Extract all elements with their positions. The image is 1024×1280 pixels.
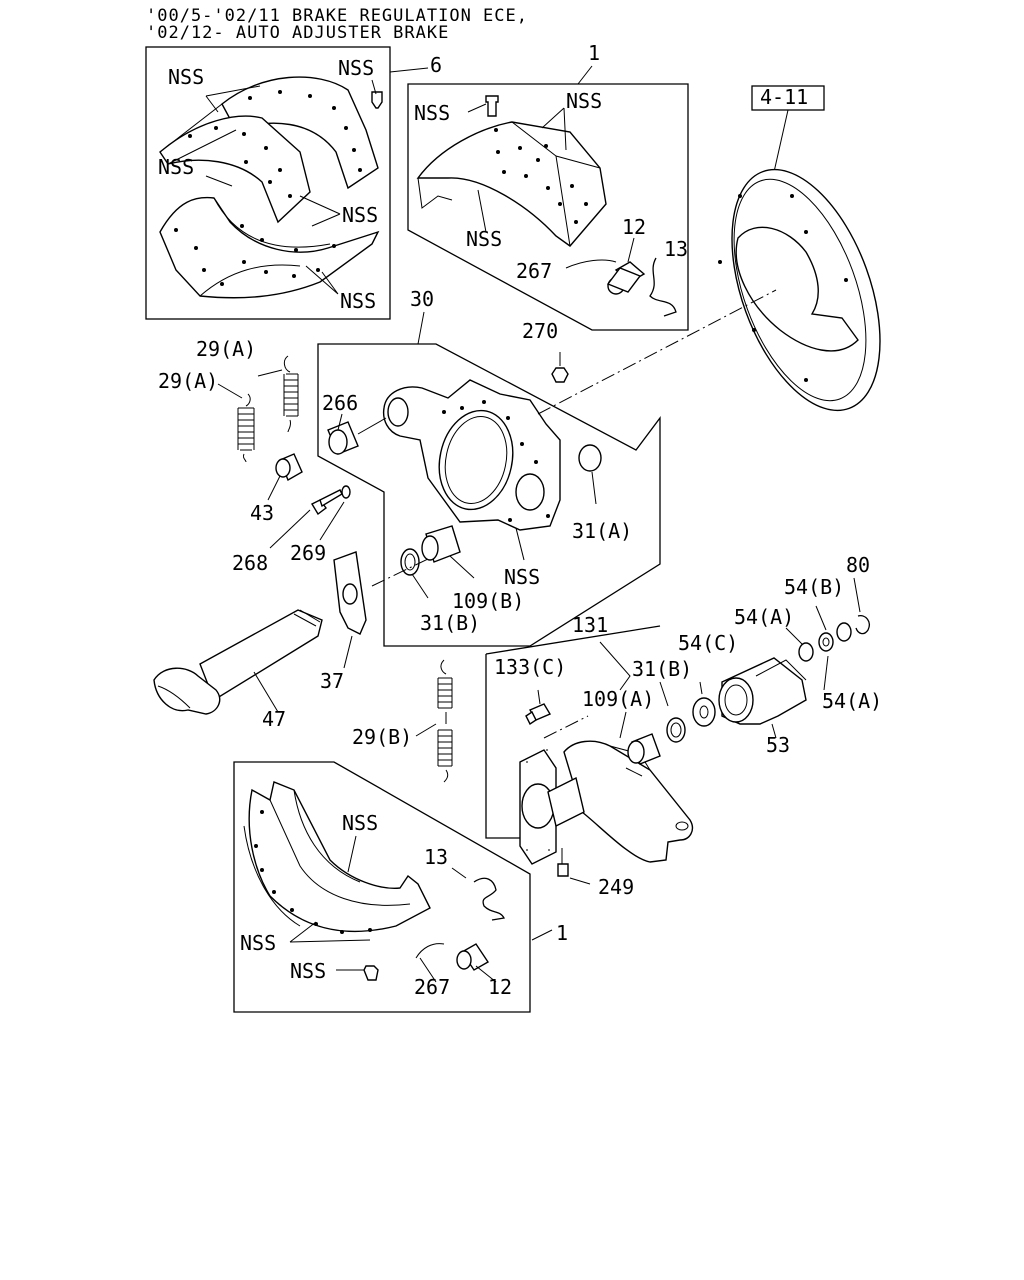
header-line-2: '02/12- AUTO ADJUSTER BRAKE — [146, 23, 449, 43]
label-part-133c: 133(C) — [494, 655, 566, 679]
label-part-53: 53 — [766, 733, 790, 757]
label-part-270: 270 — [522, 319, 558, 343]
label-part-54a-upper: 54(A) — [734, 605, 794, 629]
label-part-1-bottom: 1 — [556, 921, 568, 945]
label-part-37: 37 — [320, 669, 344, 693]
label-part-269: 269 — [290, 541, 326, 565]
label-nss-9: NSS — [504, 565, 540, 589]
label-nss-1: NSS — [168, 65, 204, 89]
label-part-131: 131 — [572, 613, 608, 637]
ref-box-4-11: 4-11 — [760, 85, 808, 109]
label-part-54c: 54(C) — [678, 631, 738, 655]
roller-12 — [606, 261, 646, 295]
label-part-30: 30 — [410, 287, 434, 311]
cam-shaft — [153, 609, 323, 715]
label-part-31b-lower: 31(B) — [632, 657, 692, 681]
label-part-249: 249 — [598, 875, 634, 899]
adjuster-bracket-group — [485, 577, 870, 885]
label-nss-3: NSS — [158, 155, 194, 179]
label-part-54b: 54(B) — [784, 575, 844, 599]
label-part-109a: 109(A) — [582, 687, 654, 711]
label-nss-8: NSS — [466, 227, 502, 251]
label-part-12-top: 12 — [622, 215, 646, 239]
label-part-54a-lower: 54(A) — [822, 689, 882, 713]
label-part-6: 6 — [430, 53, 442, 77]
label-part-80: 80 — [846, 553, 870, 577]
label-nss-12: NSS — [290, 959, 326, 983]
spring-29b — [415, 659, 453, 783]
label-part-43: 43 — [250, 501, 274, 525]
label-part-29b: 29(B) — [352, 725, 412, 749]
label-part-29a-2: 29(A) — [158, 369, 218, 393]
label-nss-5: NSS — [340, 289, 376, 313]
brake-shoe-kit-top — [407, 65, 689, 331]
label-part-13-bottom: 13 — [424, 845, 448, 869]
label-part-267-bottom: 267 — [414, 975, 450, 999]
label-part-47: 47 — [262, 707, 286, 731]
label-nss-2: NSS — [338, 56, 374, 80]
label-part-31b-upper: 31(B) — [420, 611, 480, 635]
label-part-109b: 109(B) — [452, 589, 524, 613]
brake-shoe-kit-bottom — [233, 761, 553, 1013]
dust-shield — [718, 85, 881, 412]
label-nss-11: NSS — [240, 931, 276, 955]
label-part-31a: 31(A) — [572, 519, 632, 543]
label-nss-6: NSS — [414, 101, 450, 125]
lining-kit-group — [145, 46, 429, 320]
header-line-1: '00/5-'02/11 BRAKE REGULATION ECE, — [146, 6, 528, 26]
label-part-13-top: 13 — [664, 237, 688, 261]
label-part-29a-1: 29(A) — [196, 337, 256, 361]
label-part-266: 266 — [322, 391, 358, 415]
label-part-268: 268 — [232, 551, 268, 575]
label-nss-10: NSS — [342, 811, 378, 835]
label-part-267-top: 267 — [516, 259, 552, 283]
return-springs — [217, 355, 367, 669]
anchor-plate-group — [317, 311, 661, 647]
label-part-1-top: 1 — [588, 41, 600, 65]
label-nss-4: NSS — [342, 203, 378, 227]
label-part-12-bottom: 12 — [488, 975, 512, 999]
label-nss-7: NSS — [566, 89, 602, 113]
